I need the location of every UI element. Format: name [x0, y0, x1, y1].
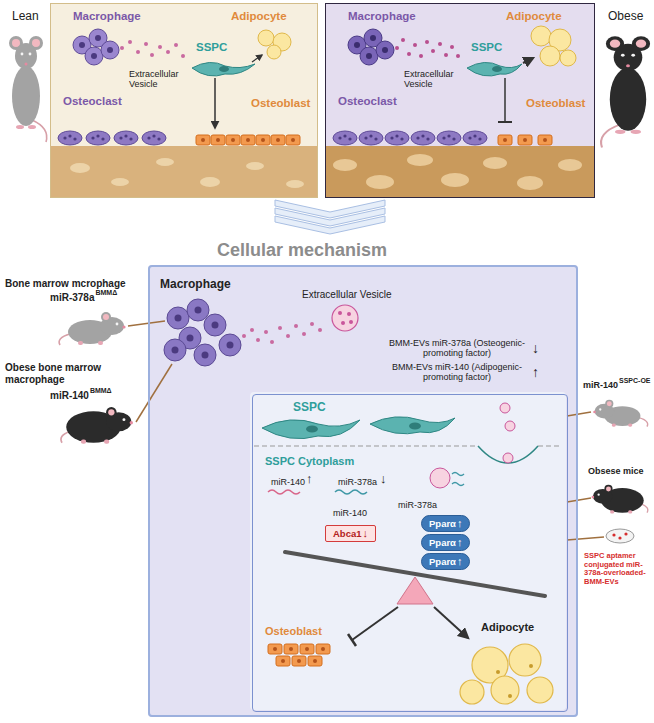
node-label: SSPC — [196, 41, 227, 54]
lean-panel: Macrophage AdipocyteExtracellular Vesicle… — [50, 3, 318, 198]
annotation-label: miR-140 — [50, 390, 89, 402]
node-label: SSPC — [471, 41, 502, 54]
node-label: miR-140 — [271, 477, 305, 487]
node-label: SSPC — [293, 401, 326, 415]
node-label: Extracellular Vesicle — [302, 289, 391, 301]
node-label: Osteoblast — [251, 97, 310, 110]
node-label: ↓ — [532, 340, 539, 356]
annotation-label: Bone marrow mcrophage — [5, 278, 126, 290]
node-text: Pparα — [429, 557, 456, 567]
node-label: ↑ — [532, 364, 539, 380]
node-label: Extracellular Vesicle — [404, 69, 464, 90]
protein-oval: Pparα↑ — [421, 553, 470, 570]
protein-oval: Pparα↑ — [421, 534, 470, 551]
annotation-label: SSPC-OE — [619, 377, 651, 385]
mechanism-box: Cellular mechanismMacrophageExtracellula… — [148, 265, 578, 717]
node-label: miR-140 — [333, 508, 367, 518]
node-label: BMM-EVs miR-378a (Osteogenic-promoting f… — [387, 338, 527, 359]
node-text: ↑ — [457, 518, 463, 529]
node-label: Adipocyte — [231, 10, 287, 23]
node-text: Pparα — [429, 519, 456, 529]
node-label: Macrophage — [348, 10, 416, 23]
node-text: Abca1 — [333, 529, 362, 539]
node-text: ↑ — [457, 537, 463, 548]
annotation-label: BMMΔ — [95, 289, 117, 297]
sspc-box: SSPCSSPC CytoplasmmiR-140↑miR-378a↓miR-3… — [252, 394, 568, 712]
node-label: ↓ — [380, 472, 387, 487]
annotation-label: SSPC aptamer conjugated miR-378a-overloa… — [584, 552, 650, 587]
annotation-label: Obsese mice — [588, 466, 644, 476]
node-label: Osteoblast — [526, 97, 585, 110]
annotation-label: miR-140 — [583, 380, 618, 390]
annotation-label: Obese bone marrow macrophage — [5, 362, 110, 385]
panel-fill — [250, 392, 566, 710]
annotation-label: BMMΔ — [90, 387, 112, 395]
node-label: SSPC Cytoplasm — [265, 455, 354, 468]
node-label: Osteoblast — [265, 625, 322, 638]
node-label: Macrophage — [160, 278, 231, 292]
panel-fill — [325, 3, 595, 198]
node-text: ↑ — [457, 556, 463, 567]
annotation-label: Obese — [608, 10, 643, 24]
annotation-label: Lean — [12, 10, 39, 24]
node-label: miR-378a — [338, 477, 377, 487]
node-label: BMM-EVs miR-140 (Adipogenic-promoting fa… — [387, 362, 527, 383]
obese-panel: Macrophage AdipocyteExtracellular Vesicle… — [325, 3, 595, 198]
node-label: miR-378a — [398, 500, 437, 510]
panel-fill — [50, 3, 318, 198]
node-label: Extracellular Vesicle — [129, 69, 189, 90]
protein-oval: Pparα↑ — [421, 515, 470, 532]
panel-fill — [148, 265, 578, 717]
node-label: Osteoclast — [338, 95, 397, 108]
node-label: Macrophage — [73, 10, 141, 23]
node-label: Cellular mechanism — [217, 240, 387, 261]
node-label: ↑ — [306, 472, 313, 487]
node-text: ↓ — [363, 528, 369, 539]
node-label: Adipocyte — [506, 10, 562, 23]
node-text: Pparα — [429, 538, 456, 548]
node-label: Osteoclast — [63, 95, 122, 108]
annotation-label: miR-378a — [50, 292, 94, 304]
gene-box: Abca1↓ — [325, 525, 376, 542]
node-label: Adipocyte — [481, 621, 534, 634]
